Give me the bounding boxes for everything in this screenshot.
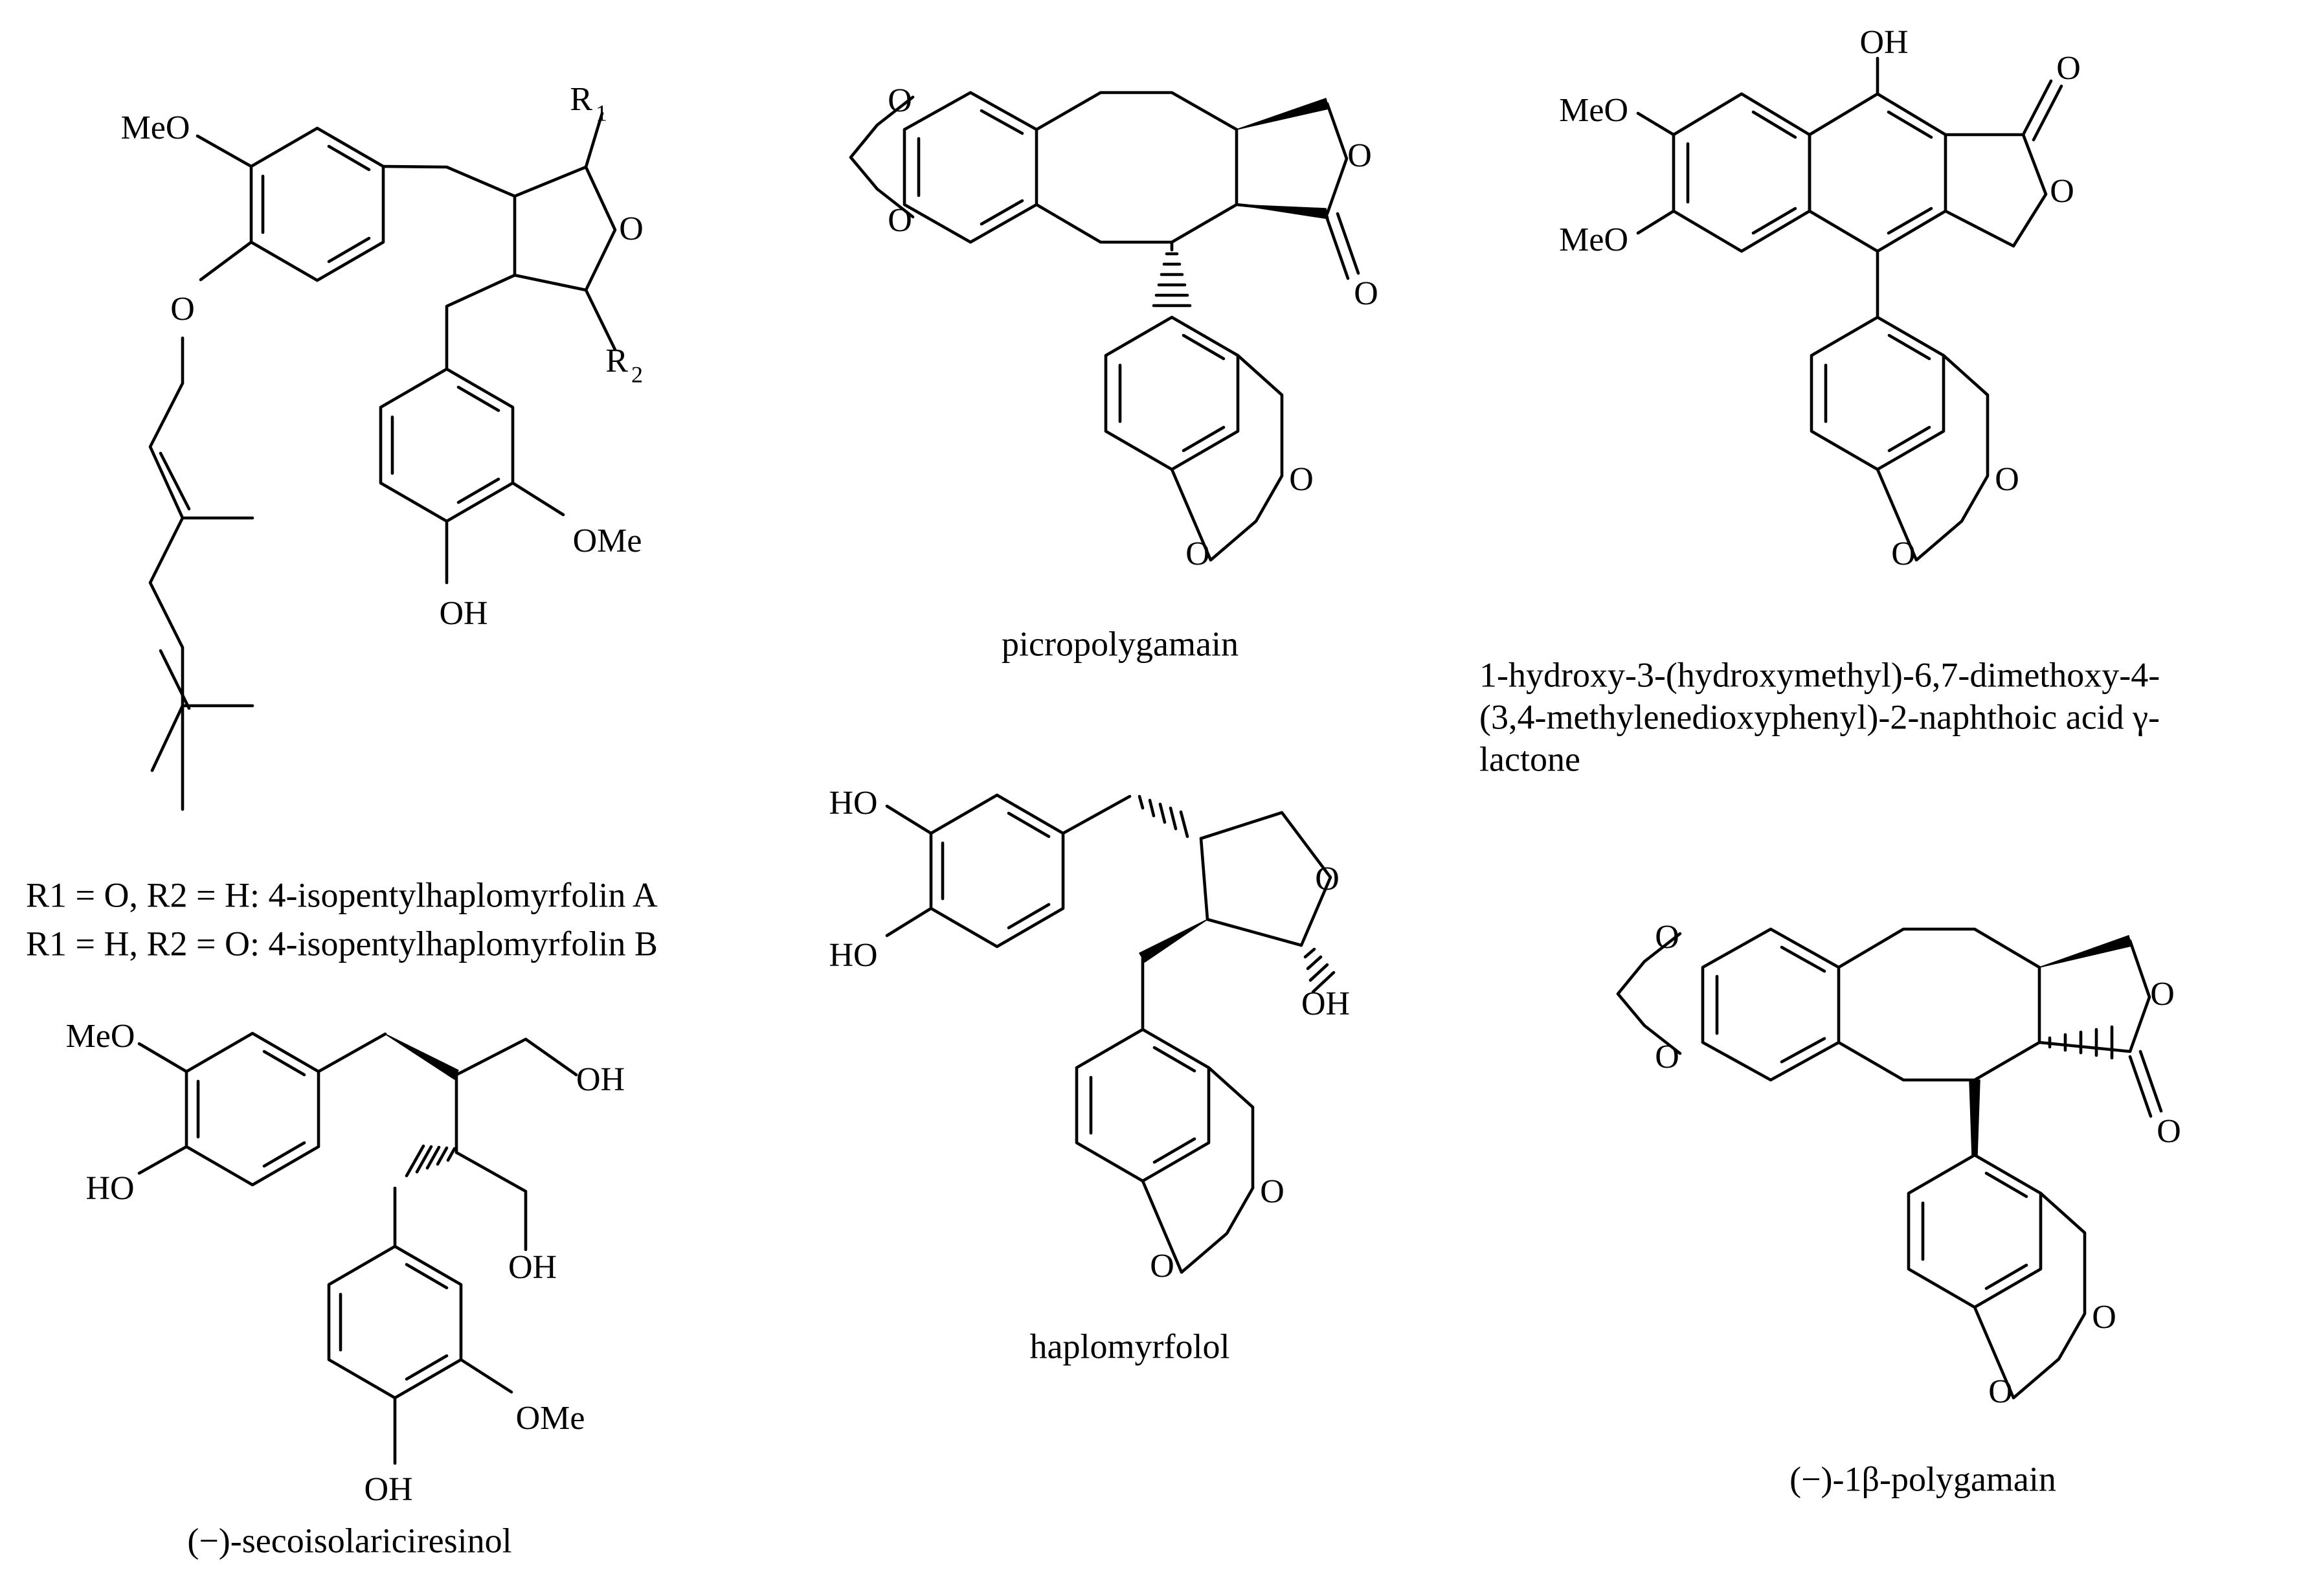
atom-label-ho: HO (85, 1170, 134, 1207)
svg-text:R: R (605, 343, 628, 379)
atom-label-o-lactone: O (2050, 173, 2074, 210)
atom-label-ho: HO (829, 785, 877, 822)
atom-label-o-lactone: O (2150, 976, 2175, 1013)
atom-label-o: O (170, 291, 195, 328)
atom-label-meo: MeO (66, 1018, 135, 1055)
atom-label-o: O (1289, 461, 1314, 498)
atom-label-o: O (1260, 1173, 1284, 1210)
atom-label-o: O (888, 202, 912, 239)
hashed-bond (2048, 1025, 2114, 1060)
atom-label-r1: R 1 (570, 81, 607, 126)
atom-label-o: O (1655, 1039, 1679, 1075)
atom-label-o: O (1988, 1373, 2013, 1410)
atom-label-o-carbonyl: O (2157, 1113, 2181, 1150)
caption-isopentyl-line2: R1 = H, R2 = O: 4-isopentylhaplomyrfolin… (26, 924, 658, 963)
atom-label-ome: OMe (573, 523, 642, 559)
caption-polygamain: (−)-1β-polygamain (1789, 1459, 2056, 1498)
caption-isopentyl-line1: R1 = O, R2 = H: 4-isopentylhaplomyrfolin… (26, 875, 658, 914)
atom-label-o-carbonyl: O (1354, 275, 1378, 312)
atom-label-ome: OMe (516, 1400, 585, 1437)
atom-label-o-ring: O (619, 210, 644, 247)
hashed-bond (1152, 240, 1192, 308)
svg-text:1: 1 (596, 100, 607, 126)
caption-naphthoic-line3: lactone (1479, 739, 1580, 778)
atom-label-meo: MeO (1559, 92, 1628, 129)
atom-label-o-ring: O (1315, 860, 1340, 897)
atom-label-o-carbonyl: O (2056, 50, 2081, 87)
caption-naphthoic-line1: 1-hydroxy-3-(hydroxymethyl)-6,7-dimethox… (1479, 655, 2160, 694)
atom-label-oh: OH (508, 1249, 557, 1286)
atom-label-r2: R 2 (605, 343, 643, 387)
caption-picropolygamain: picropolygamain (1002, 624, 1239, 663)
hashed-bond (1138, 794, 1189, 838)
structure-haplomyrfolol: HO HO O OH O O haplomyrfolol (829, 785, 1350, 1366)
hashed-bond (405, 1144, 456, 1178)
structure-polygamain: O O O O O O (−)-1β-polygamain (1616, 919, 2181, 1498)
atom-label-o: O (1891, 535, 1916, 572)
atom-label-o-lactone: O (1347, 137, 1372, 174)
atom-label-ho: HO (829, 937, 877, 974)
atom-label-o: O (1185, 535, 1210, 572)
svg-text:2: 2 (631, 361, 643, 387)
svg-text:R: R (570, 81, 592, 118)
atom-label-oh: OH (576, 1061, 625, 1098)
structure-naphthoic-lactone: OH O O MeO MeO O O 1-hydroxy-3-(hydroxym… (1479, 24, 2160, 778)
structure-isopentylhaplomyrfolin: MeO O R 1 O R 2 OMe OH R1 = O, R2 = H: 4… (26, 81, 658, 963)
atom-label-oh: OH (1859, 24, 1908, 61)
atom-label-o: O (1655, 919, 1679, 956)
atom-label-oh: OH (439, 595, 488, 632)
hashed-bond (1303, 947, 1336, 994)
atom-label-o: O (1150, 1248, 1174, 1285)
structure-picropolygamain: O O O O O O picropolygamain (849, 82, 1378, 663)
atom-label-oh: OH (364, 1471, 412, 1508)
atom-label-meo: MeO (1559, 221, 1628, 258)
caption-secoisolariciresinol: (−)-secoisolariciresinol (187, 1521, 511, 1560)
atom-label-meo: MeO (121, 109, 190, 146)
atom-label-oh: OH (1301, 985, 1350, 1022)
atom-label-o: O (888, 82, 912, 119)
structure-secoisolariciresinol: MeO HO OH OH OMe OH (−)-secoisolaricires… (66, 1018, 625, 1560)
atom-label-o: O (2092, 1299, 2116, 1336)
caption-haplomyrfolol: haplomyrfolol (1030, 1327, 1230, 1366)
caption-naphthoic-line2: (3,4-methylenedioxyphenyl)-2-naphthoic a… (1479, 697, 2160, 736)
atom-label-o: O (1995, 461, 2019, 498)
